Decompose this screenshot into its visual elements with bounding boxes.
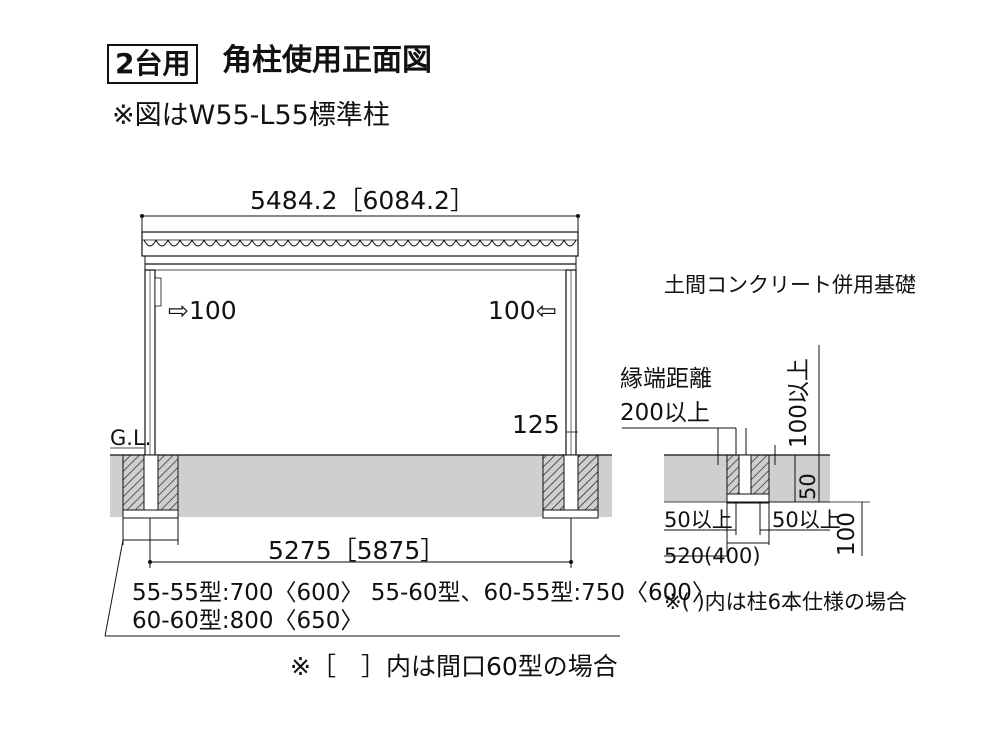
depth-100-label: 100 [834,512,860,556]
detail-title: 土間コンクリート併用基礎 [664,273,916,297]
left-footing [122,454,179,519]
title-badge: 2台用 [107,44,199,84]
footing-depth-line1: 55-55型:700〈600〉 55-60型、60-55型:750〈600〉 [132,580,715,606]
ground-slab [110,454,612,517]
roof-panel [141,231,579,271]
edge-distance-label: 縁端距離 [620,366,712,392]
left-50-label: 50以上 [664,508,733,532]
right-column [565,269,578,461]
span-label: 5275［5875］ [268,536,446,565]
width-label: 520(400) [664,544,761,568]
page-title: 角柱使用正面図 [222,43,432,78]
depth-above-label: 100以上 [786,358,812,448]
left-offset-label: ⇨100 [168,296,237,325]
right-50-label: 50以上 [772,508,841,532]
span-dimension [148,518,573,568]
subtitle-note: ※図はW55-L55標準柱 [112,100,390,131]
edge-distance-value: 200以上 [620,400,710,426]
ground-line-label: G.L. [110,426,152,450]
detail-footnote: ※( )内は柱6本仕様の場合 [664,590,908,614]
depth-50-label: 50 [796,473,820,500]
foundation-detail [622,345,870,557]
top-width-dimension [140,214,580,232]
right-height-label: 125 [512,410,560,439]
footing-depth-leader [104,518,620,637]
top-width-label: 5484.2［6084.2］ [250,186,475,215]
bracket-footnote: ※［ ］内は間口60型の場合 [290,652,618,681]
footing-depth-line2: 60-60型:800〈650〉 [132,608,364,634]
right-offset-label: 100⇦ [488,296,557,325]
right-footing [542,454,599,519]
